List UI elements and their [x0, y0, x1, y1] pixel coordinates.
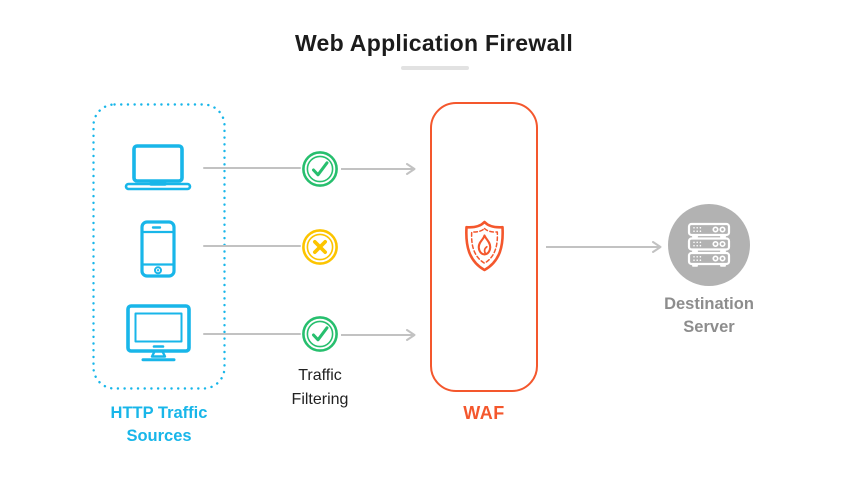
page-title: Web Application Firewall: [294, 30, 574, 56]
desktop-monitor-icon: [126, 304, 191, 362]
connector-line-phone: [203, 245, 301, 247]
arrow-to-waf: [341, 163, 416, 175]
arrow-to-server: [546, 241, 662, 253]
waf-box: [430, 102, 538, 392]
arrow-to-waf: [341, 329, 416, 341]
smartphone-icon: [140, 220, 176, 278]
destination-server-label: Destination Server: [664, 295, 754, 336]
waf-label: WAF: [463, 403, 505, 423]
allowed-check-icon: [302, 151, 338, 187]
allowed-check-icon: [302, 316, 338, 352]
laptop-icon: [124, 144, 192, 191]
traffic-filtering-label: Traffic Filtering: [291, 367, 349, 408]
connector-line-laptop: [203, 167, 301, 169]
connector-line-monitor: [203, 333, 301, 335]
server-circle: [668, 204, 750, 286]
server-rack-icon: [687, 222, 731, 267]
shield-flame-icon: [465, 220, 504, 272]
http-sources-group-box: [92, 103, 226, 390]
http-traffic-sources-label: HTTP Traffic Sources: [110, 404, 208, 445]
title-underline: [401, 66, 469, 70]
blocked-cross-icon: [302, 229, 338, 265]
